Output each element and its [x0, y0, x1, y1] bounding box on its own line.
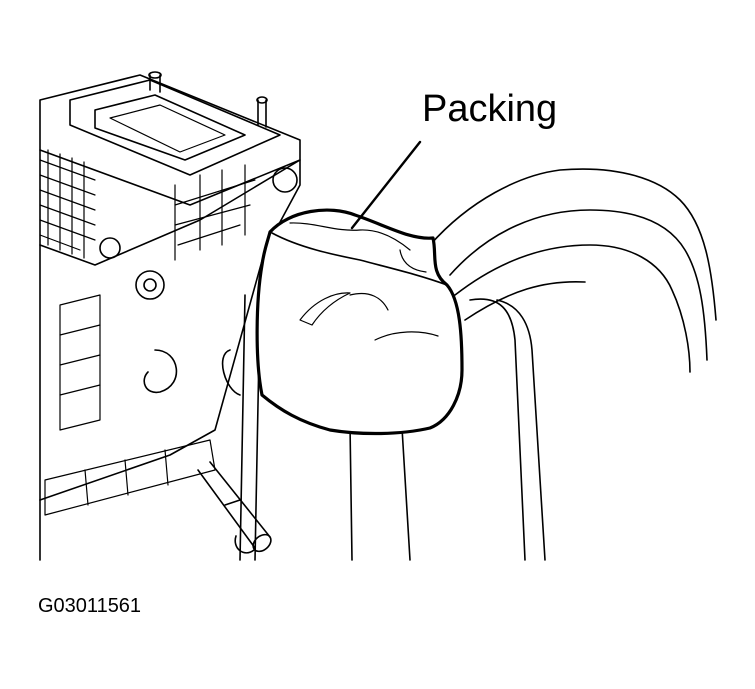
callout-leader-line	[350, 140, 422, 230]
drain-pipe	[197, 461, 272, 554]
duct-lines	[221, 168, 717, 561]
figure-code: G03011561	[38, 595, 142, 617]
packing-part	[255, 208, 464, 436]
unit-housing	[39, 71, 301, 561]
packing-label: Packing	[422, 88, 558, 130]
